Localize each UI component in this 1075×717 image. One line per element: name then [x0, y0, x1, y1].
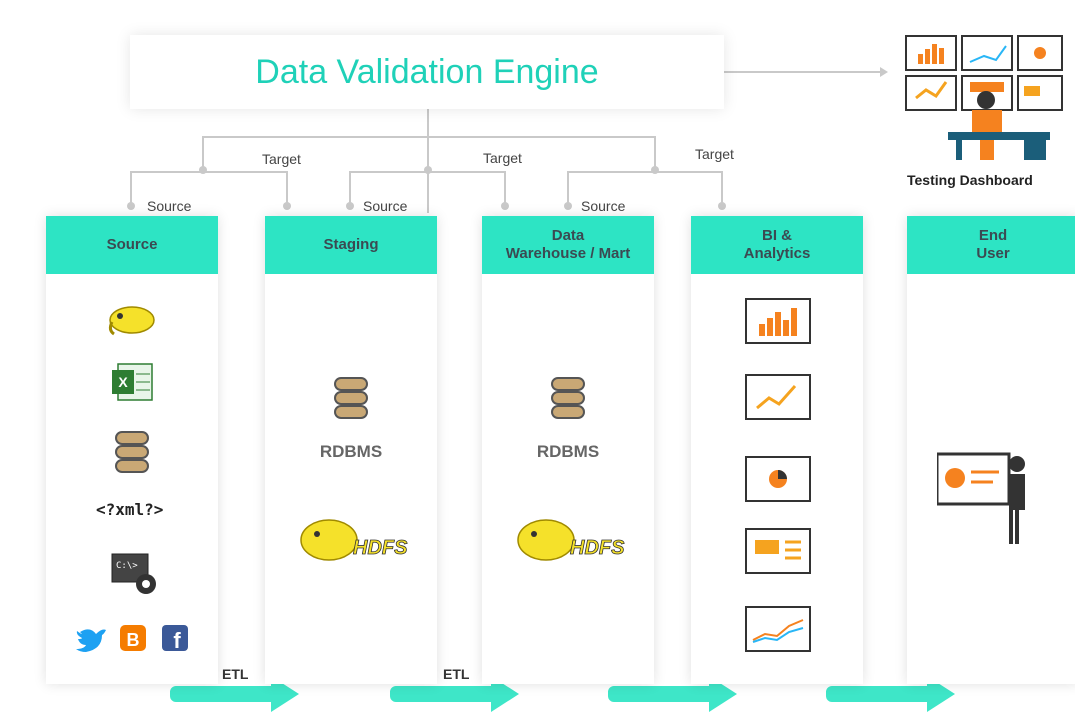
focus-chart-icon	[745, 456, 811, 502]
hadoop-elephant-icon	[108, 306, 155, 336]
report-icon	[745, 528, 811, 574]
svg-text:f: f	[173, 628, 181, 653]
staging-header: Staging	[265, 216, 437, 274]
svg-text:C:\>: C:\>	[116, 561, 138, 571]
source-label-2: Source	[363, 198, 408, 214]
warehouse-header: Data Warehouse / Mart	[482, 216, 654, 274]
target-label-3: Target	[695, 146, 734, 162]
target-label-1: Target	[262, 151, 301, 167]
hdfs-logo-icon: HDFS	[517, 519, 626, 561]
bar-chart-icon	[745, 298, 811, 344]
presenter-icon	[937, 452, 1025, 544]
svg-text:HDFS: HDFS	[570, 537, 625, 559]
source-header: Source	[46, 216, 218, 274]
end-user-header: End User	[907, 216, 1075, 274]
svg-text:HDFS: HDFS	[353, 537, 408, 559]
bi-analytics-column: BI & Analytics	[691, 216, 863, 684]
svg-text:B: B	[127, 630, 140, 650]
testing-dashboard-caption: Testing Dashboard	[907, 172, 1033, 188]
end-user-column: End User	[907, 216, 1075, 684]
database-icon	[551, 377, 585, 419]
hdfs-logo-icon: HDFS	[300, 519, 409, 561]
source-column: Source X <?xml?> C:\> B f	[46, 216, 218, 684]
line-chart-icon	[745, 374, 811, 420]
testing-dashboard-icon	[905, 35, 1063, 160]
target-label-2: Target	[483, 150, 522, 166]
social-icons: B f	[76, 625, 188, 653]
database-icon	[115, 431, 149, 473]
database-icon	[334, 377, 368, 419]
staging-column: Staging RDBMS HDFS	[265, 216, 437, 684]
terminal-gear-icon: C:\>	[111, 553, 156, 594]
warehouse-rdbms-label: RDBMS	[536, 442, 600, 461]
etl-label-1: ETL	[222, 666, 249, 682]
warehouse-column: Data Warehouse / Mart RDBMS HDFS	[482, 216, 654, 684]
bi-analytics-header: BI & Analytics	[691, 216, 863, 274]
excel-icon: X	[112, 363, 153, 401]
etl-label-2: ETL	[443, 666, 470, 682]
engine-title: Data Validation Engine	[255, 52, 599, 91]
trend-chart-icon	[745, 606, 811, 652]
source-label-1: Source	[147, 198, 192, 214]
source-label-3: Source	[581, 198, 626, 214]
staging-rdbms-label: RDBMS	[319, 442, 383, 461]
xml-icon: <?xml?>	[96, 500, 164, 519]
data-validation-engine: Data Validation Engine	[130, 35, 724, 109]
svg-text:X: X	[118, 374, 128, 390]
